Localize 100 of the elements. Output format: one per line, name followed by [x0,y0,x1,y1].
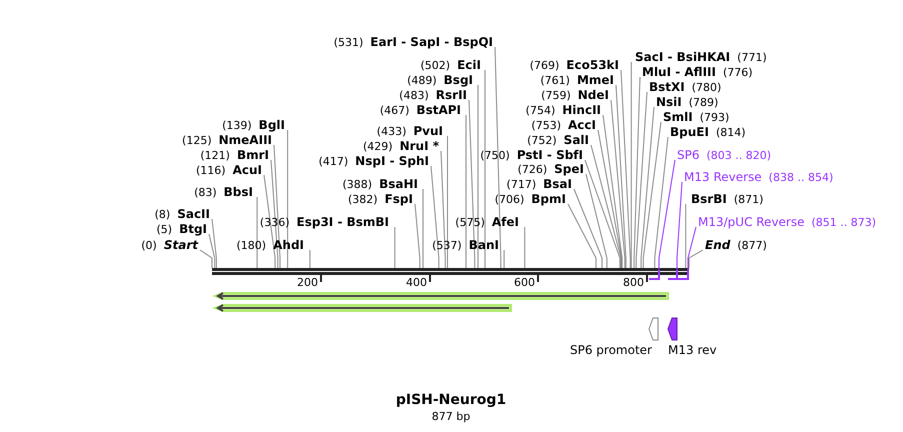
leader-line [494,46,502,268]
leader-line [447,136,448,268]
site-position: (769) [530,59,560,73]
site-position: (116) [196,164,226,178]
enzyme-name: SmlI [663,110,693,124]
leader-line [212,218,217,268]
enzyme-name: FspI [384,192,413,206]
primer-range: (838 .. 854) [768,171,834,185]
site-position: (388) [342,178,372,192]
enzyme-name: Esp3I - BsmBI [296,215,389,229]
leader-line [200,250,212,268]
enzyme-name: NsiI [656,95,682,109]
site-position: (717) [506,178,536,192]
site-position: (467) [380,104,410,118]
leader-line [309,250,310,268]
leader-line [642,122,662,268]
leader-line [676,182,682,278]
enzyme-name: BanI [468,238,499,252]
enzyme-name: AfeI [492,215,519,229]
primer-name: M13 Reverse [684,170,762,184]
leader-line [602,114,623,268]
enzyme-name: RsrII [436,88,467,102]
enzyme-name: BmrI [236,148,269,162]
leader-line [264,174,276,268]
sequence-length: 877 bp [432,410,470,423]
site-position: (417) [318,155,348,169]
site-position: (753) [531,119,562,133]
leader-line [658,160,676,278]
scale-label: 800 [623,276,644,289]
enzyme-name: MluI - AflIII [642,65,716,79]
site-position: (771) [737,51,767,65]
enzyme-name: Eco53kI [566,58,619,72]
primer-range: (803 .. 820) [706,149,772,163]
leader-line [616,84,626,268]
leader-line [584,160,620,268]
leader-line [484,70,486,268]
dna-backbone [212,268,689,275]
leader-line [685,204,686,268]
map-title: pISH-Neurog1 [396,392,506,408]
scale-label: 600 [514,276,535,289]
enzyme-name: SacII [177,207,210,221]
enzyme-name: BsgI [444,73,473,87]
enzyme-name: Start [164,238,198,252]
site-position: (5) [156,223,172,237]
leader-line [590,144,622,268]
site-position: (871) [734,193,764,207]
site-position: (575) [455,216,485,230]
site-position: (489) [407,74,437,88]
enzyme-name: NdeI [578,88,609,102]
enzyme-name: BsrBI [691,192,727,206]
site-position: (754) [526,104,556,118]
enzyme-name: BpuEI [670,125,709,139]
site-position: (125) [182,134,212,148]
leader-line [636,92,648,268]
leader-line [688,250,704,268]
site-position: (382) [348,193,378,207]
leader-line [414,204,420,268]
enzyme-name: BbsI [224,185,253,199]
site-position: (750) [480,149,510,163]
site-position: (726) [518,163,548,177]
leader-line [568,204,596,268]
enzyme-name: NruI * [400,139,439,153]
primer-name: M13/pUC Reverse [698,215,804,229]
leader-line [654,136,668,268]
enzyme-name: SalI [564,133,589,147]
site-position: (483) [399,89,429,103]
leader-line [256,196,258,268]
leader-line [610,100,626,268]
leader-line [287,130,288,268]
enzyme-name: BstAPI [416,103,461,117]
site-position: (8) [154,208,170,222]
site-position: (139) [222,119,252,133]
enzyme-name: PstI - SbfI [516,148,583,162]
leader-line [208,234,216,268]
enzyme-name: BstXI [649,80,685,94]
site-position: (336) [260,216,290,230]
site-position: (706) [494,193,524,207]
scale-label: 200 [297,276,318,289]
leader-line [634,76,640,268]
site-position: (83) [194,186,217,200]
leader-line [524,226,526,268]
enzyme-name: EciI [457,58,481,72]
enzyme-name: MmeI [576,73,614,87]
enzyme-name: EarI - SapI - BspQI [370,35,493,49]
enzyme-name: AccI [568,118,596,132]
enzyme-name: BglI [258,118,285,132]
site-position: (761) [540,74,570,88]
scale-label: 400 [406,276,427,289]
enzyme-name: NmeAIII [218,133,272,147]
leader-line [504,250,505,268]
leader-line [620,70,631,268]
leader-line [430,166,440,268]
enzyme-name: End [705,238,730,252]
primer-binding-mark [676,270,689,280]
site-position: (121) [200,149,230,163]
site-position: (752) [527,134,557,148]
enzyme-name: SpeI [554,162,584,176]
primer-binding-mark [668,270,678,280]
site-position: (429) [362,140,393,154]
site-position: (877) [737,239,767,253]
